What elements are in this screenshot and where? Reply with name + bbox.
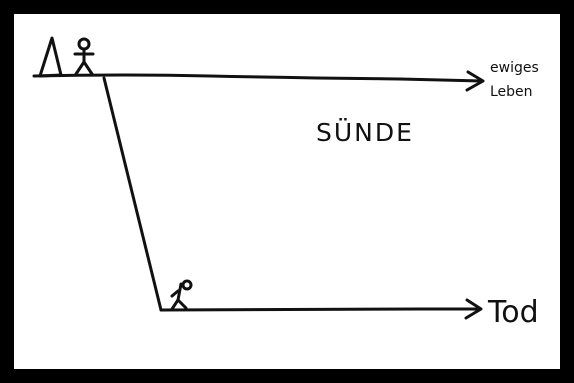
triangle-icon — [38, 36, 63, 78]
upper-target-label-line1: ewiges — [490, 60, 539, 76]
fallen-figure-icon — [170, 279, 193, 311]
upper-target-label-line2: Leben — [490, 84, 533, 100]
sin-label: SÜNDE — [316, 118, 414, 147]
lower-arrowhead — [464, 298, 483, 320]
upper-arrowhead — [465, 70, 485, 92]
fall-line — [102, 76, 163, 312]
lower-path-line — [159, 307, 482, 312]
lower-target-label: Tod — [487, 295, 539, 330]
upper-path-line — [32, 73, 484, 83]
stick-figure-icon — [73, 37, 95, 76]
